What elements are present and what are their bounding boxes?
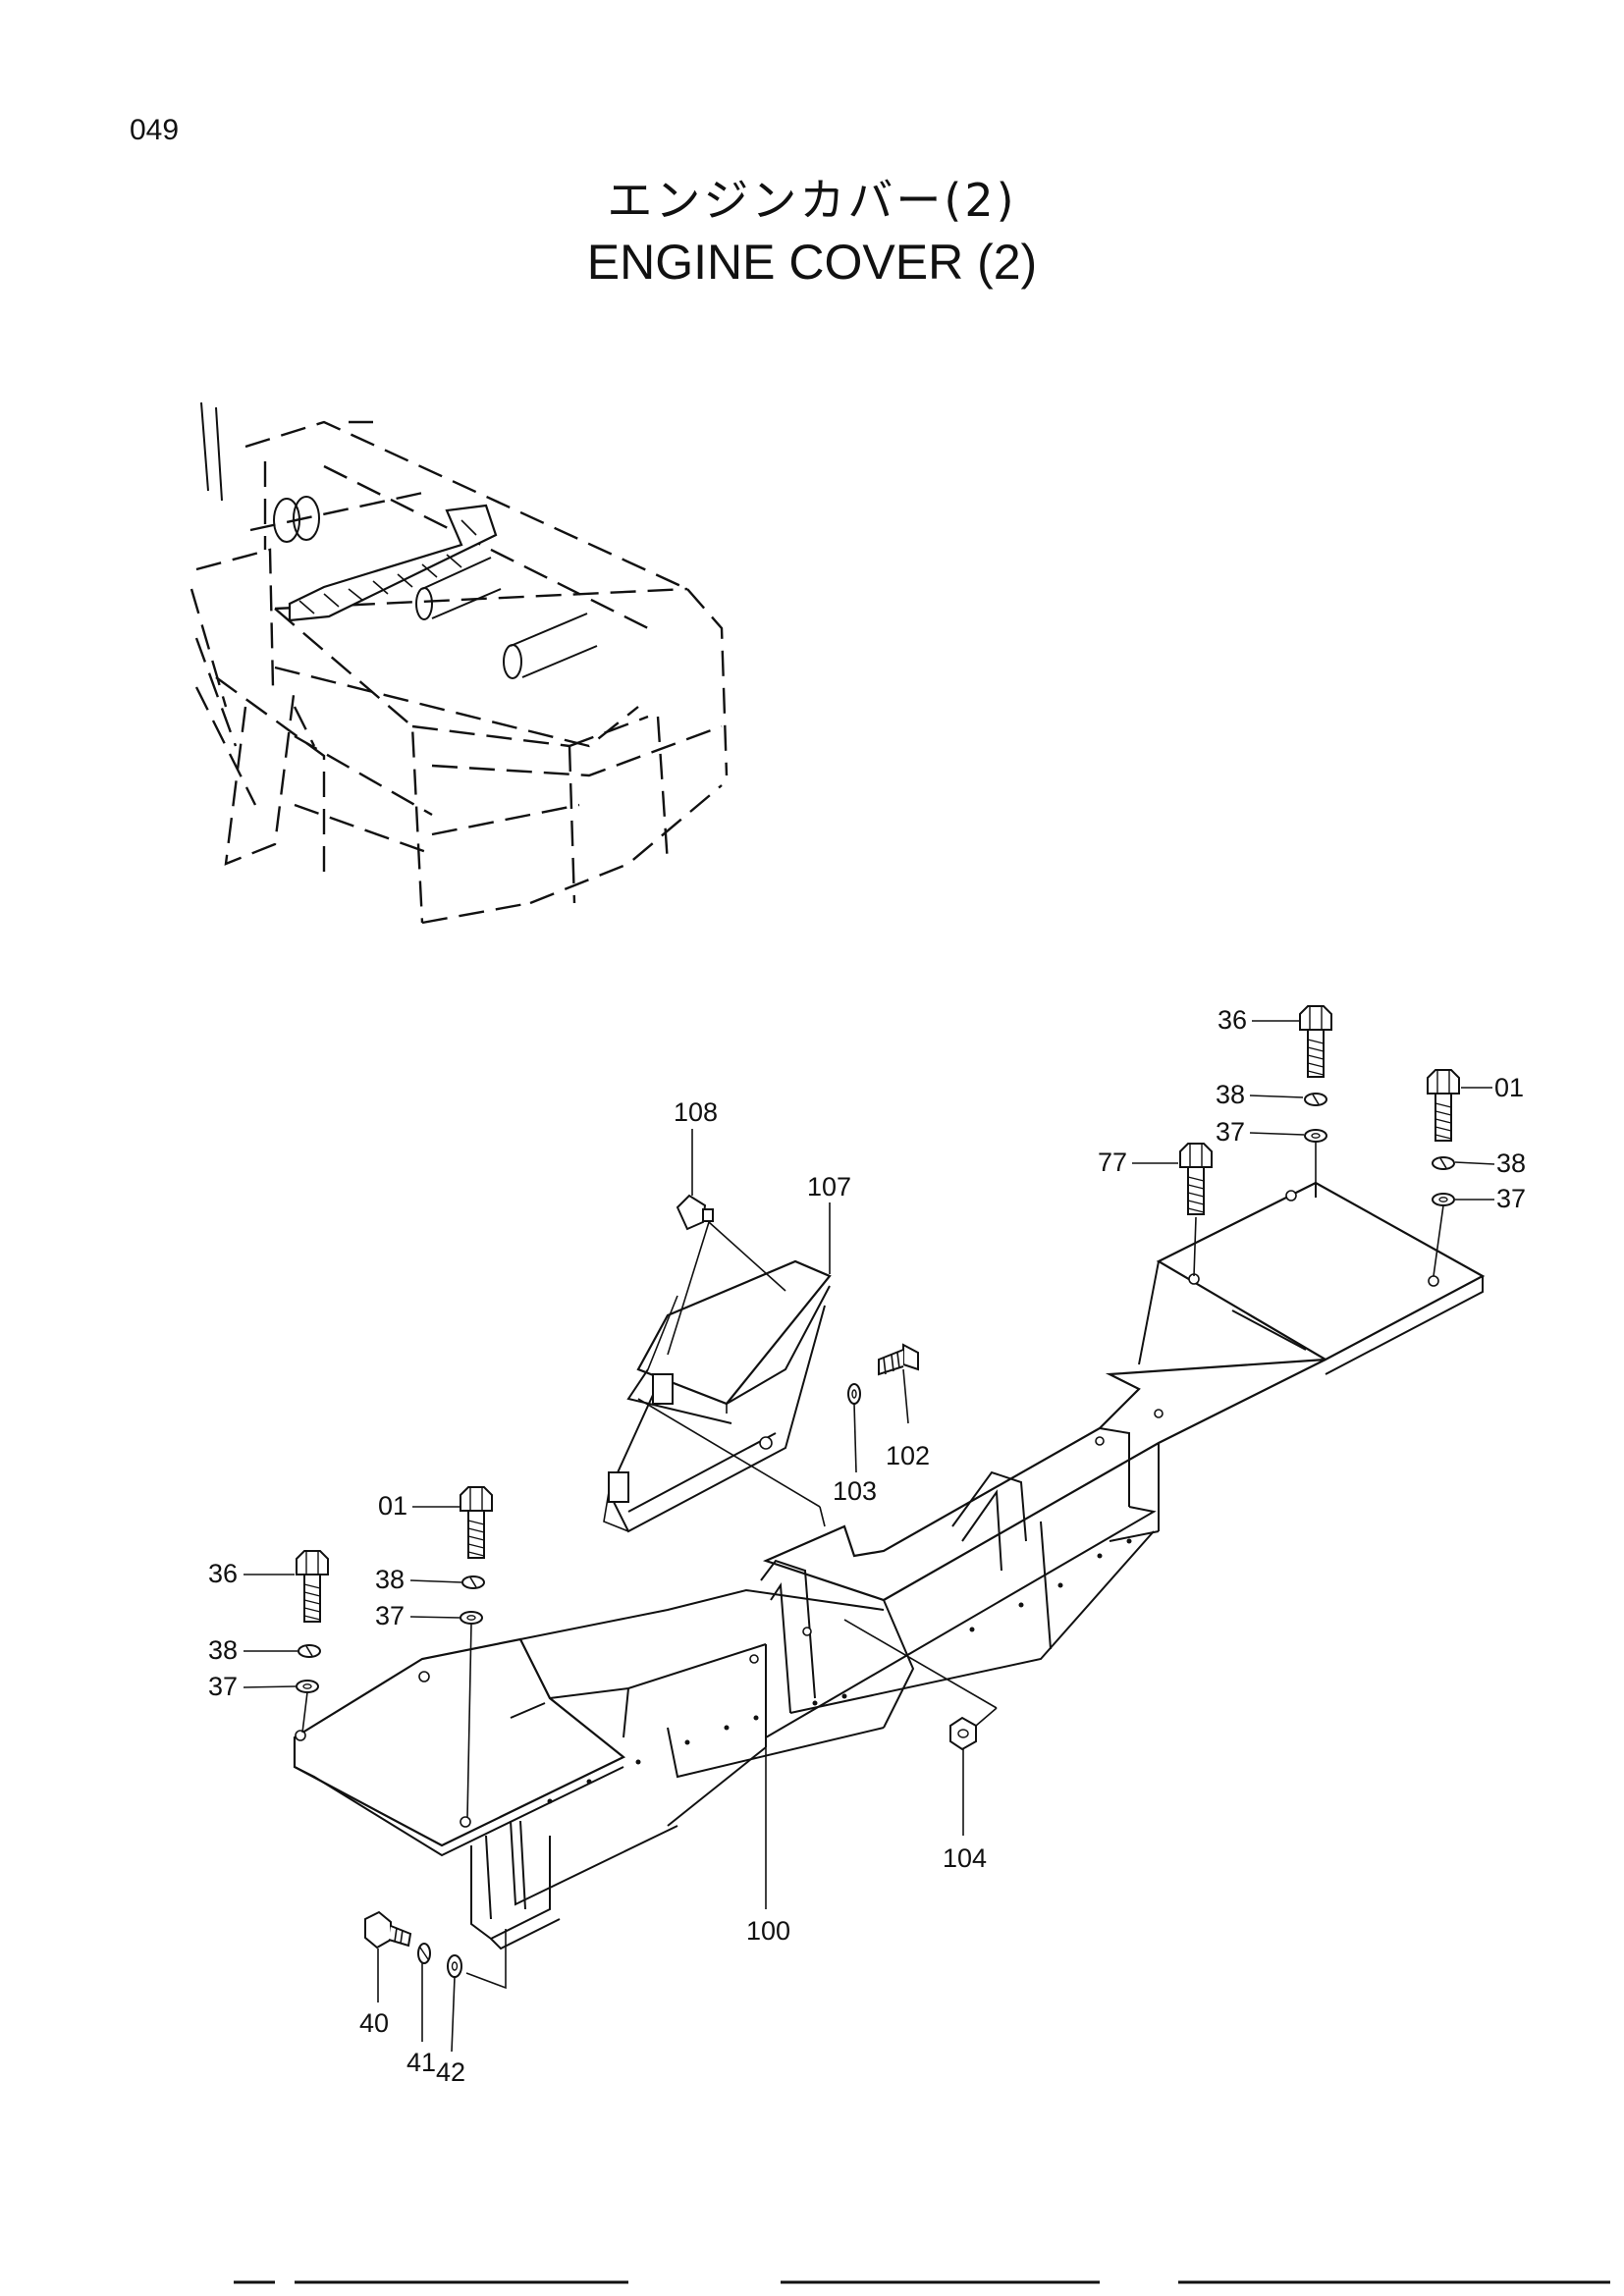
washer-icon	[1432, 1156, 1455, 1170]
label-108: 108	[674, 1097, 718, 1127]
label-01-left: 01	[378, 1491, 407, 1521]
label-37-left-a: 37	[375, 1601, 405, 1630]
rubber-stopper-icon	[676, 1194, 714, 1231]
label-37-left-b: 37	[208, 1672, 238, 1701]
title-english: ENGINE COVER (2)	[586, 235, 1038, 290]
label-38-left-a: 38	[375, 1565, 405, 1594]
label-38-left-b: 38	[208, 1635, 238, 1665]
bolt-icon	[1427, 1069, 1460, 1142]
label-36-left: 36	[208, 1559, 238, 1588]
washer-icon	[296, 1680, 319, 1693]
label-38-right: 38	[1496, 1148, 1526, 1178]
label-104: 104	[943, 1843, 987, 1873]
label-107: 107	[807, 1172, 851, 1201]
bolt-icon	[296, 1550, 329, 1623]
callout-labels: 36 38 37 01 38 37 77 108 107 102 103 01 …	[208, 1005, 1526, 2087]
bolt-icon	[460, 1486, 493, 1559]
label-40: 40	[359, 2008, 389, 2038]
label-41: 41	[406, 2048, 436, 2077]
washer-icon	[1432, 1193, 1455, 1206]
label-77: 77	[1098, 1148, 1127, 1177]
washer-icon	[417, 1943, 431, 1964]
bolt-icon	[878, 1343, 919, 1376]
label-38-top: 38	[1216, 1080, 1245, 1109]
washer-icon	[460, 1611, 483, 1625]
engine-cover-frame	[293, 1181, 1486, 1950]
washer-icon	[1304, 1129, 1327, 1143]
washer-icon	[1304, 1093, 1327, 1106]
label-42: 42	[436, 2057, 465, 2087]
label-102: 102	[886, 1441, 930, 1470]
washer-icon	[298, 1644, 321, 1658]
bracket-107-assembly	[603, 1194, 832, 1533]
label-36-top: 36	[1218, 1005, 1247, 1035]
washer-icon	[461, 1575, 485, 1589]
label-01-right: 01	[1494, 1073, 1524, 1102]
bolt-icon	[364, 1910, 412, 1949]
label-37-top: 37	[1216, 1117, 1245, 1147]
title-japanese: エンジンカバー(2)	[607, 174, 1017, 227]
washer-icon	[447, 1954, 462, 1978]
machine-overview	[189, 401, 729, 925]
washer-icon	[847, 1383, 861, 1405]
bolt-icon	[1179, 1143, 1213, 1215]
bolt-icon	[1299, 1005, 1332, 1078]
label-37-right: 37	[1496, 1184, 1526, 1213]
page-number: 049	[130, 114, 180, 146]
label-100: 100	[746, 1916, 790, 1946]
label-103: 103	[833, 1476, 877, 1506]
nut-icon	[949, 1716, 977, 1751]
